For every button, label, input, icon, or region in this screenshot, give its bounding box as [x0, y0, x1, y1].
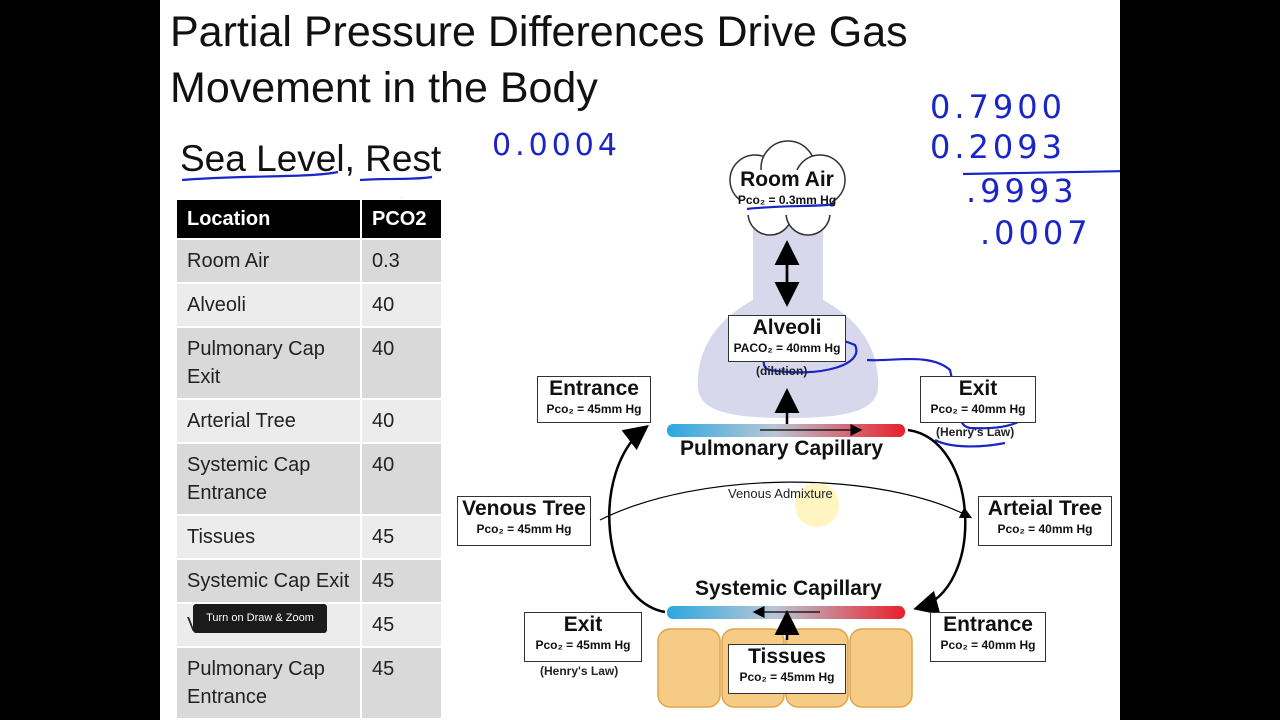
handwritten-right-1: 0.7900	[930, 88, 1066, 126]
systemic-capillary-label: Systemic Capillary	[695, 577, 882, 600]
venous-admixture-arrow	[599, 481, 973, 521]
pulmonary-entrance-title: Entrance	[549, 377, 639, 400]
row-location: Pulmonary Cap Entrance	[175, 646, 362, 720]
systemic-exit-box: Exit Pco₂ = 45mm Hg	[524, 612, 642, 662]
arterial-tree-value: Pco₂ = 40mm Hg	[997, 522, 1093, 536]
venous-tree-value: Pco₂ = 45mm Hg	[476, 522, 572, 536]
handwritten-left: 0.0004	[492, 128, 621, 163]
page-title: Partial Pressure Differences Drive Gas M…	[170, 8, 908, 112]
arterial-flow-arrow	[907, 428, 967, 615]
row-value: 45	[360, 602, 443, 648]
venous-tree-box: Venous Tree Pco₂ = 45mm Hg	[457, 496, 591, 546]
arterial-tree-title: Arteial Tree	[987, 497, 1103, 520]
subtitle-rest: Rest	[365, 138, 442, 179]
alveoli-box: Alveoli PACO₂ = 40mm Hg	[728, 315, 846, 362]
row-value: 40	[360, 326, 443, 400]
pulmonary-exit-value: Pco₂ = 40mm Hg	[930, 402, 1026, 416]
room-air-value: Pco₂ = 0.3mm Hg	[737, 193, 837, 207]
row-location: Systemic Cap Entrance	[175, 442, 362, 516]
tissues-box: Tissues Pco₂ = 45mm Hg	[728, 644, 846, 694]
row-value: 45	[360, 514, 443, 560]
handwritten-right-2: 0.2093	[930, 128, 1066, 166]
alveoli-note: (dilution)	[756, 364, 808, 378]
systemic-entrance-title: Entrance	[943, 613, 1033, 636]
systemic-exit-title: Exit	[563, 613, 603, 636]
alveoli-title: Alveoli	[752, 316, 822, 339]
row-location: Room Air	[175, 238, 362, 284]
header-location: Location	[175, 198, 362, 240]
draw-zoom-tooltip[interactable]: Turn on Draw & Zoom	[193, 604, 327, 633]
systemic-entrance-box: Entrance Pco₂ = 40mm Hg	[930, 612, 1046, 662]
venous-return-arrow	[608, 424, 666, 614]
row-location: Tissues	[175, 514, 362, 560]
subtitle: Sea Level, Rest	[180, 138, 441, 180]
row-location: Systemic Cap Exit	[175, 558, 362, 604]
subtitle-separator: ,	[344, 138, 366, 179]
pulmonary-capillary-label: Pulmonary Capillary	[680, 437, 884, 460]
row-value: 40	[360, 282, 443, 328]
pulmonary-exit-box: Exit Pco₂ = 40mm Hg	[920, 376, 1036, 423]
arterial-tree-box: Arteial Tree Pco₂ = 40mm Hg	[978, 496, 1112, 546]
header-pco2: PCO2	[360, 198, 443, 240]
row-location: Pulmonary Cap Exit	[175, 326, 362, 400]
pulmonary-exit-note: (Henry's Law)	[936, 425, 1015, 439]
tissues-title: Tissues	[748, 645, 826, 668]
cursor-highlight	[795, 483, 839, 527]
pulmonary-entrance-value: Pco₂ = 45mm Hg	[546, 402, 642, 416]
subtitle-sea-level: Sea Level	[180, 138, 345, 179]
row-location: Arterial Tree	[175, 398, 362, 444]
row-value: 40	[360, 442, 443, 516]
row-value: 40	[360, 398, 443, 444]
venous-tree-title: Venous Tree	[462, 497, 586, 520]
handwritten-right-4: .0007	[980, 214, 1092, 252]
venous-admixture-label: Venous Admixture	[728, 486, 833, 501]
row-location: Alveoli	[175, 282, 362, 328]
table-header-row: Location PCO2	[175, 198, 443, 240]
pulmonary-exit-title: Exit	[958, 377, 998, 400]
row-value: 45	[360, 646, 443, 720]
tissues-value: Pco₂ = 45mm Hg	[739, 670, 835, 684]
systemic-exit-value: Pco₂ = 45mm Hg	[535, 638, 631, 652]
row-value: 0.3	[360, 238, 443, 284]
pulmonary-entrance-box: Entrance Pco₂ = 45mm Hg	[537, 376, 651, 423]
slide-canvas: Partial Pressure Differences Drive Gas M…	[160, 0, 1120, 720]
handwritten-right-3: .9993	[966, 172, 1078, 210]
row-value: 45	[360, 558, 443, 604]
systemic-exit-note: (Henry's Law)	[540, 664, 619, 678]
alveoli-value: PACO₂ = 40mm Hg	[733, 341, 841, 355]
room-air-label: Room Air Pco₂ = 0.3mm Hg	[730, 168, 844, 208]
room-air-title: Room Air	[740, 168, 834, 191]
systemic-entrance-value: Pco₂ = 40mm Hg	[940, 638, 1036, 652]
